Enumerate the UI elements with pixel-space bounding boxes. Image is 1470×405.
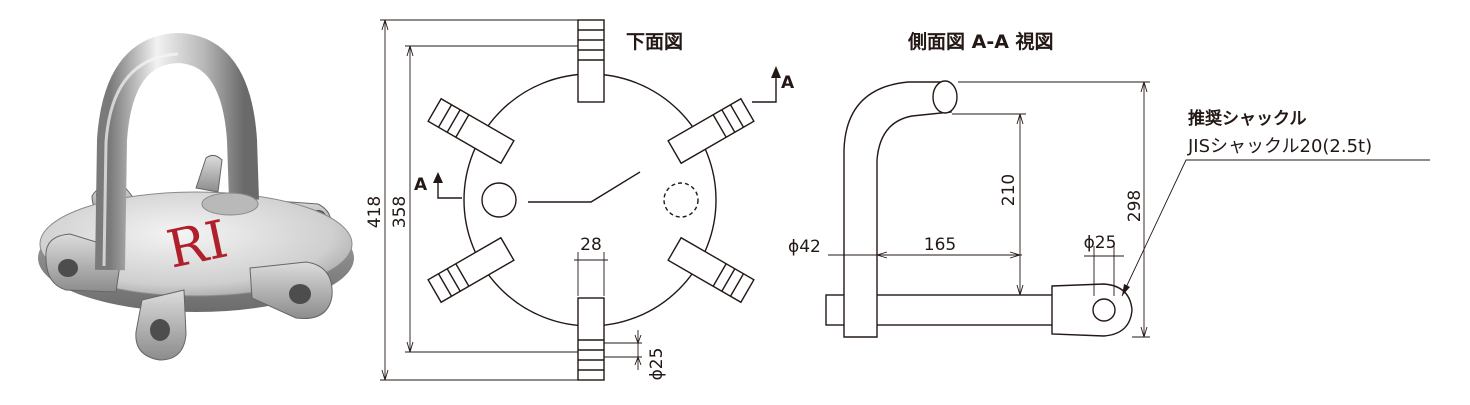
bottom-view-title: 下面図 bbox=[626, 31, 683, 53]
note-title: 推奨シャックル bbox=[1188, 108, 1307, 129]
section-line bbox=[528, 171, 641, 203]
tab-upper-left bbox=[427, 97, 515, 165]
dim-210: 210 bbox=[999, 174, 1019, 206]
note-body: JISシャックル20(2.5t) bbox=[1187, 136, 1372, 157]
dim-298: 298 bbox=[1125, 190, 1145, 222]
dim-phi25-bottom: ϕ25 bbox=[647, 348, 667, 381]
side-view-title: 側面図 A-A 視図 bbox=[907, 30, 1054, 53]
photo-bow-weld bbox=[201, 192, 259, 216]
side-shackle bbox=[1051, 283, 1133, 337]
note-leader bbox=[1121, 159, 1430, 297]
tab-lower-right bbox=[667, 236, 755, 304]
tab-top bbox=[577, 19, 605, 103]
dim-358: 358 bbox=[390, 196, 410, 228]
product-photo: RI bbox=[38, 32, 354, 361]
hole-right-hidden bbox=[663, 182, 699, 218]
section-arrow-right bbox=[752, 66, 781, 103]
section-arrow-left bbox=[433, 172, 462, 199]
photo-back-tab-top bbox=[195, 154, 223, 193]
section-mark-left: A bbox=[414, 175, 428, 195]
dim-418: 418 bbox=[365, 196, 385, 228]
bottom-view: 418 358 bbox=[365, 19, 795, 381]
side-hook-end bbox=[932, 80, 958, 114]
section-mark-right: A bbox=[781, 73, 795, 93]
tab-upper-right bbox=[667, 97, 755, 165]
dim-phi25-side: ϕ25 bbox=[1084, 233, 1117, 253]
tab-bottom bbox=[577, 297, 605, 381]
dim-phi42: ϕ42 bbox=[788, 237, 821, 257]
side-view: 側面図 A-A 視図 ϕ42 165 210 298 ϕ25 bbox=[788, 30, 1430, 338]
photo-bow-highlight bbox=[102, 52, 179, 267]
dim-28: 28 bbox=[580, 235, 602, 255]
shackle-note: 推奨シャックル JISシャックル20(2.5t) bbox=[1187, 108, 1372, 157]
photo-logo: RI bbox=[162, 210, 233, 281]
plate-outline bbox=[463, 73, 717, 327]
photo-front-tab-bottom bbox=[135, 289, 187, 361]
side-shackle-hole bbox=[1092, 298, 1116, 322]
photo-bow bbox=[95, 32, 259, 271]
tab-lower-left bbox=[427, 236, 515, 304]
photo-front-tab-right bbox=[249, 261, 333, 320]
dim-165: 165 bbox=[924, 235, 956, 255]
hole-left bbox=[481, 182, 517, 218]
